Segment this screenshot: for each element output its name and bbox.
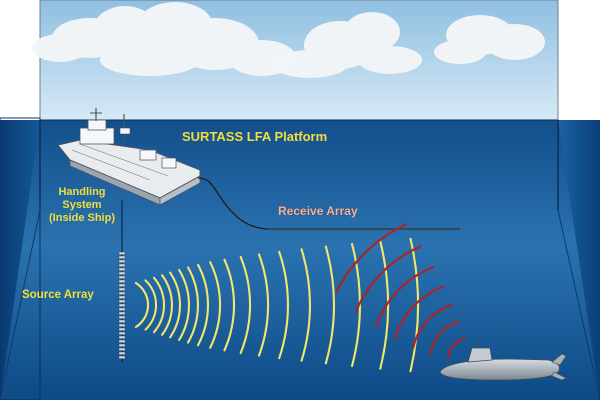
wavefront-arc <box>257 253 270 357</box>
source-element <box>118 299 126 303</box>
source-element <box>118 255 126 259</box>
source-element <box>118 259 126 263</box>
source-element <box>118 347 126 351</box>
source-array-elements <box>118 251 126 359</box>
ship-icon <box>57 108 201 206</box>
receive-array-label: Receive Array <box>278 204 358 218</box>
echo-arc <box>354 245 422 313</box>
wavefront-arc <box>379 240 390 370</box>
source-element <box>118 355 126 359</box>
wavefront-arc <box>209 261 222 349</box>
source-element <box>118 271 126 275</box>
wavefront-arc <box>144 279 158 331</box>
source-element <box>118 303 126 307</box>
wavefront-arc <box>161 274 173 336</box>
wavefront-arc <box>300 248 312 362</box>
source-element <box>118 291 126 295</box>
source-element <box>118 263 126 267</box>
source-element <box>118 327 126 331</box>
cloud-icon <box>272 12 422 78</box>
echo-arc <box>429 320 460 355</box>
source-element <box>118 279 126 283</box>
cloud-icon <box>434 15 545 64</box>
source-element <box>118 275 126 279</box>
source-element <box>118 323 126 327</box>
handling-label-line2: System <box>62 199 102 211</box>
wavefront-arc <box>324 245 336 365</box>
source-element <box>118 335 126 339</box>
platform-label: SURTASS LFA Platform <box>182 129 328 144</box>
wavefront-arc <box>223 258 235 352</box>
source-element <box>118 287 126 291</box>
source-array-label: Source Array <box>22 289 94 301</box>
tow-cable <box>197 177 269 230</box>
source-element <box>118 267 126 271</box>
source-element <box>118 343 126 347</box>
source-element <box>118 251 126 255</box>
handling-label-line3: (Inside Ship) <box>49 212 115 224</box>
cloud-icon <box>32 2 296 76</box>
wavefront-arc <box>196 263 209 347</box>
wavefront-arc <box>152 276 165 334</box>
wavefront-arc <box>278 250 289 360</box>
source-element <box>118 295 126 299</box>
echo-arc <box>374 265 435 328</box>
source-element <box>118 307 126 311</box>
wavefront-arc <box>134 281 150 329</box>
transmit-wavefronts <box>134 237 420 373</box>
handling-label-line1: Handling <box>58 186 106 198</box>
wavefront-arc <box>178 268 190 342</box>
wavefront-arc <box>409 237 420 373</box>
wavefront-arc <box>186 266 199 344</box>
source-element <box>118 331 126 335</box>
wavefront-arc <box>239 255 252 355</box>
echo-arc <box>393 285 445 340</box>
submarine-icon <box>439 340 567 381</box>
source-element <box>118 311 126 315</box>
echo-arcs <box>334 223 466 360</box>
wavefront-arc <box>169 271 181 339</box>
source-element <box>118 319 126 323</box>
echo-arc <box>334 223 408 294</box>
source-element <box>118 351 126 355</box>
source-element <box>118 315 126 319</box>
echo-arc <box>447 337 466 360</box>
source-element <box>118 339 126 343</box>
echo-arc <box>412 303 454 349</box>
handling-system-label: Handling System (Inside Ship) <box>38 186 126 225</box>
source-element <box>118 283 126 287</box>
